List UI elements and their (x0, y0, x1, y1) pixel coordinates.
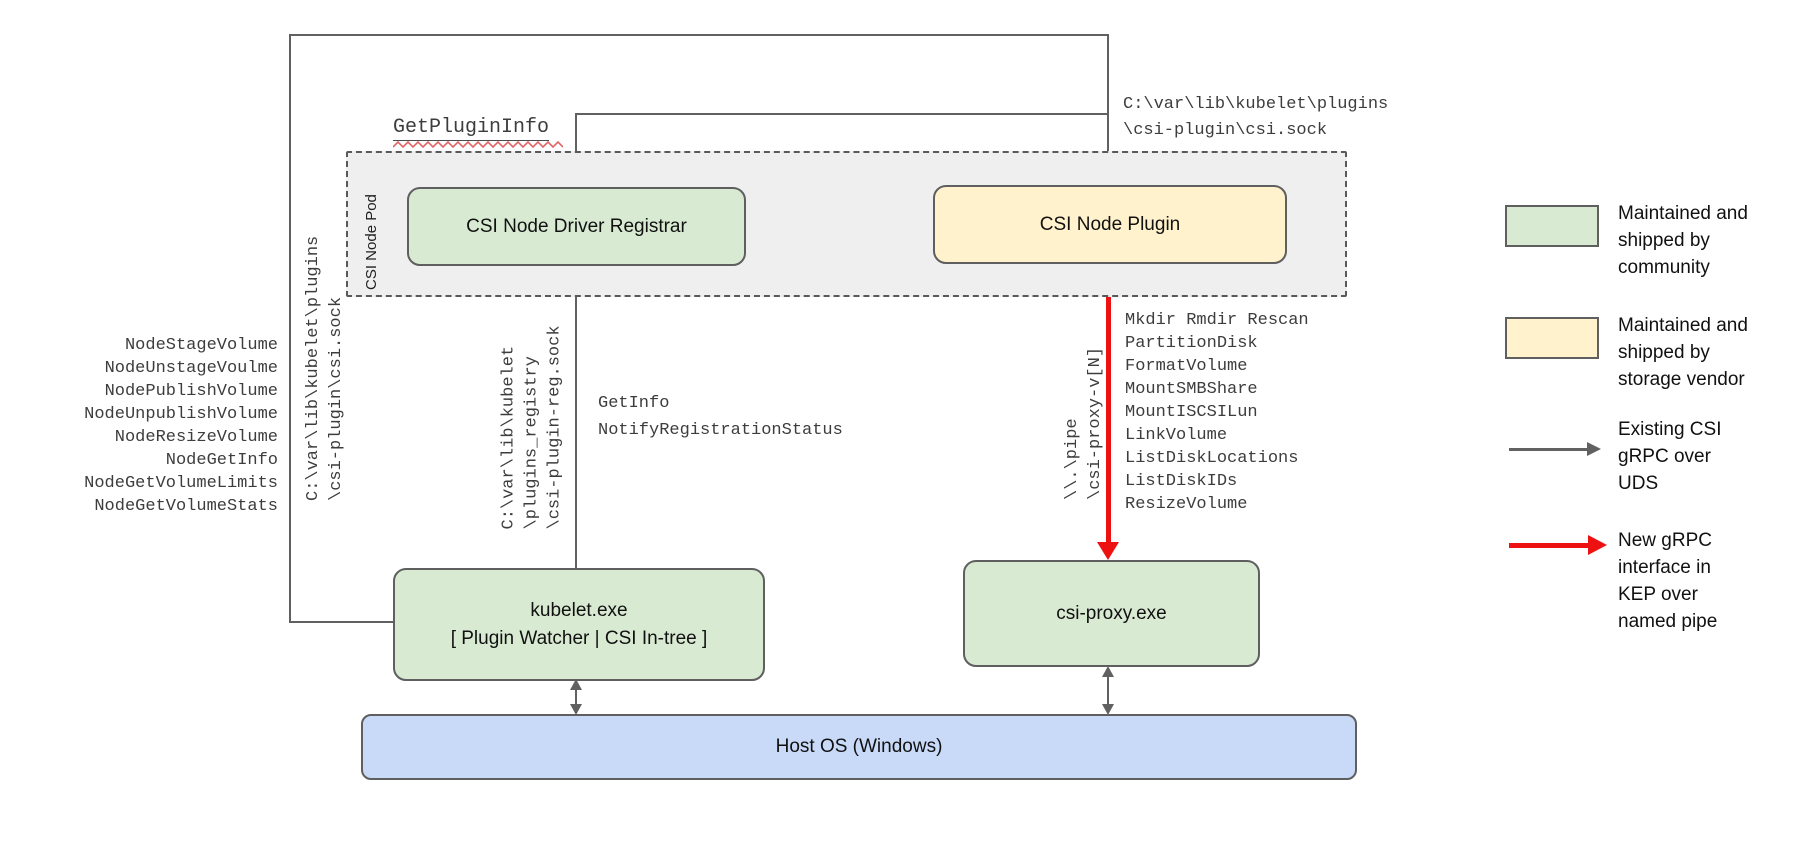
csi-node-plugin-label: CSI Node Plugin (1039, 213, 1181, 235)
named-pipe-path-label: \\.\pipe \csi-proxy-v[N] (1063, 346, 1105, 500)
registration-calls-label: GetInfo NotifyRegistrationStatus (598, 394, 843, 440)
csi-proxy-box: csi-proxy.exe (963, 560, 1260, 667)
kubelet-title: kubelet.exe (530, 599, 628, 621)
proxy-call-list: Mkdir Rmdir Rescan PartitionDisk FormatV… (1125, 311, 1309, 514)
legend-uds-arrow-line (1509, 448, 1589, 451)
registration-sock-path-label: C:\var\lib\kubelet \plugins_registry \cs… (499, 325, 565, 530)
legend-community-label: Maintained and shipped by community (1618, 203, 1748, 278)
csi-proxy-label: csi-proxy.exe (1056, 602, 1167, 624)
csi-node-plugin-box: CSI Node Plugin (933, 185, 1287, 264)
uds-path-left-line (289, 34, 291, 623)
csi-node-driver-registrar-box: CSI Node Driver Registrar (407, 187, 746, 266)
arrowhead-up-icon (1102, 666, 1114, 677)
spellcheck-squiggle-icon (393, 141, 563, 149)
uds-path-kubelet-connector (289, 621, 395, 623)
uds-path-top-line (290, 34, 1109, 36)
legend-community-swatch (1505, 205, 1599, 247)
plugin-inbound-line (1107, 34, 1109, 172)
csi-sock-path-top-label: C:\var\lib\kubelet\plugins \csi-plugin\c… (1123, 95, 1389, 140)
kubelet-hostos-line (575, 688, 577, 706)
legend-pipe-arrowhead-icon (1588, 535, 1607, 555)
csi-node-pod-label: CSI Node Pod (363, 194, 380, 290)
legend-pipe-arrow-line (1509, 543, 1591, 548)
named-pipe-line (1106, 262, 1111, 544)
named-pipe-arrowhead-icon (1097, 542, 1119, 560)
kubelet-box: kubelet.exe [ Plugin Watcher | CSI In-tr… (393, 568, 765, 681)
legend-uds-arrowhead-icon (1587, 442, 1601, 456)
legend-pipe-label: New gRPC interface in KEP over named pip… (1618, 530, 1718, 632)
arrowhead-down-icon (1102, 704, 1114, 715)
legend-vendor-label: Maintained and shipped by storage vendor (1618, 315, 1748, 390)
host-os-box: Host OS (Windows) (361, 714, 1357, 780)
legend-uds-label: Existing CSI gRPC over UDS (1618, 419, 1722, 494)
arrowhead-down-icon (570, 704, 582, 715)
host-os-label: Host OS (Windows) (775, 736, 943, 757)
arrowhead-up-icon (570, 679, 582, 690)
csiproxy-hostos-line (1107, 675, 1109, 706)
csi-node-driver-registrar-label: CSI Node Driver Registrar (466, 215, 687, 237)
legend-vendor-swatch (1505, 317, 1599, 359)
node-rpc-call-list: NodeStageVolume NodeUnstageVoulme NodePu… (84, 336, 278, 516)
csi-sock-path-left-label: C:\var\lib\kubelet\plugins \csi-plugin\c… (304, 235, 346, 501)
getplugininfo-label: GetPluginInfo (393, 116, 550, 141)
registration-path-line (575, 276, 577, 568)
kubelet-subtitle: [ Plugin Watcher | CSI In-tree ] (450, 627, 708, 649)
getplugininfo-path-horizontal-line (575, 113, 1109, 115)
getplugininfo-path-vertical-line (575, 113, 577, 188)
